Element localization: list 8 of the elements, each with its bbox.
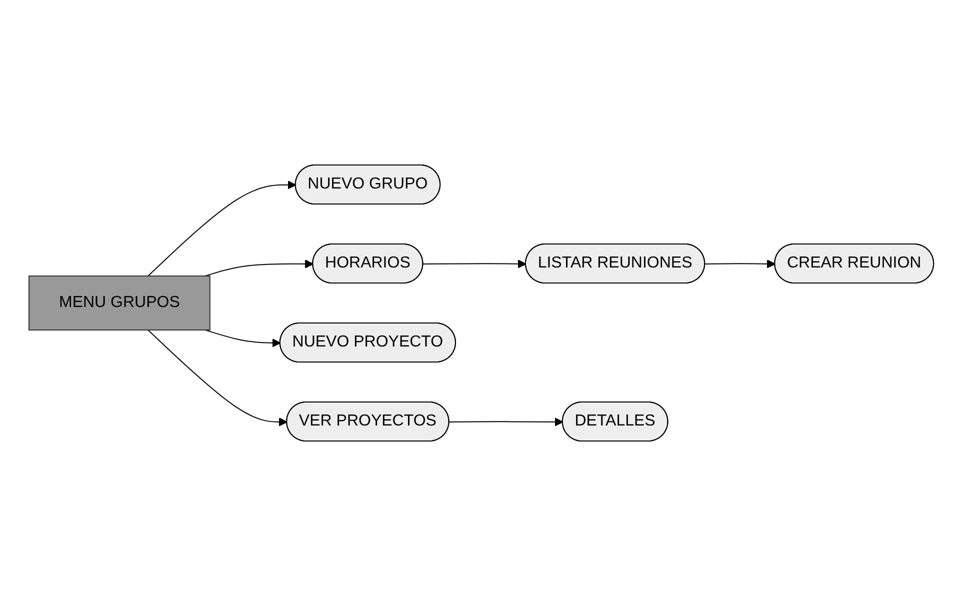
arrow bbox=[422, 260, 527, 268]
arrow bbox=[148, 180, 296, 276]
arrow bbox=[449, 418, 564, 426]
arrow bbox=[704, 260, 776, 268]
arrow bbox=[204, 330, 281, 348]
arrow bbox=[148, 330, 288, 426]
node-box: MENU GRUPOS bbox=[28, 276, 211, 330]
arrow bbox=[204, 260, 314, 276]
